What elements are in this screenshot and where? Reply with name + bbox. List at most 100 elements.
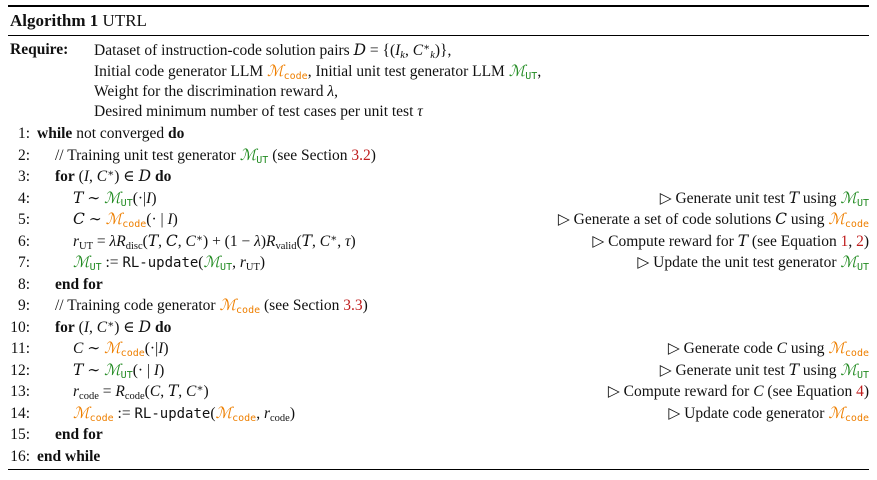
text-segment: ∼: [84, 211, 106, 228]
model-symbol: ℳ: [104, 188, 121, 207]
require-line: Desired minimum number of test cases per…: [94, 102, 869, 122]
text-segment: code: [269, 412, 290, 424]
text-segment: Dataset of instruction-code solution pai…: [94, 42, 354, 59]
text-segment: (·|: [132, 189, 147, 207]
text-segment: T: [167, 382, 179, 400]
require-keyword: Require:: [10, 41, 69, 58]
text-segment: k: [430, 49, 435, 61]
text-segment: ) ∈: [114, 318, 139, 336]
line-body: while not converged do: [37, 123, 184, 145]
line-number: 7:: [17, 254, 30, 271]
text-segment: using: [786, 340, 829, 357]
text-segment: not converged: [72, 125, 169, 142]
line-body: // Training unit test generator ℳUT (see…: [37, 145, 376, 167]
text-segment: (see Section: [260, 297, 344, 314]
text-segment: ,: [334, 83, 338, 100]
bottom-rule: [8, 467, 869, 470]
text-segment: C: [96, 168, 108, 185]
text-segment: T: [147, 231, 159, 250]
text-segment: while: [37, 125, 73, 142]
ref-link[interactable]: 1: [840, 232, 849, 250]
text-segment: I: [158, 340, 164, 357]
model-symbol: ℳ: [828, 403, 845, 422]
model-symbol: ℳ: [219, 296, 237, 314]
text-segment: do: [154, 318, 172, 336]
line-comment: ▷ Generate unit test T using ℳUT: [648, 188, 869, 210]
text-segment: code: [844, 347, 869, 359]
model-symbol: ℳ: [840, 360, 857, 379]
text-segment: RL-update: [134, 405, 211, 422]
require-block: Require: Dataset of instruction-code sol…: [8, 36, 869, 122]
line-body: for (I, C∗) ∈ D do: [37, 317, 171, 339]
text-segment: τ: [417, 103, 423, 120]
text-segment: for: [55, 318, 75, 336]
text-segment: RL-update: [122, 255, 199, 271]
text-segment: C: [753, 383, 764, 400]
model-symbol: ℳ: [105, 210, 123, 228]
text-segment: ,: [404, 42, 413, 59]
model-symbol: ℳ: [73, 403, 90, 422]
text-segment: code: [236, 304, 261, 316]
text-segment: k: [400, 49, 405, 61]
algo-line: 2:// Training unit test generator ℳUT (s…: [8, 145, 869, 167]
text-segment: )},: [434, 42, 452, 59]
line-comment: ▷ Generate unit test T using ℳUT: [648, 360, 869, 382]
ref-link[interactable]: 3.2: [351, 146, 371, 164]
text-segment: valid: [275, 240, 297, 252]
text-segment: ∼: [83, 189, 105, 207]
text-segment: T: [73, 360, 84, 379]
ref-link[interactable]: 4: [856, 383, 864, 400]
text-segment: code: [283, 70, 308, 82]
text-segment: ,: [232, 254, 240, 271]
text-segment: C: [412, 42, 424, 59]
text-segment: code: [79, 390, 99, 402]
line-body: ℳcode := RL-update(ℳcode, rcode): [37, 403, 295, 425]
line-number: 4:: [17, 189, 30, 207]
text-segment: ,: [158, 232, 166, 250]
text-segment: T: [788, 360, 800, 379]
text-segment: C: [73, 210, 85, 228]
ref-link[interactable]: 2: [856, 232, 864, 250]
algo-line: 15: end for: [8, 424, 869, 446]
model-symbol: ℳ: [828, 339, 845, 357]
text-segment: code: [122, 218, 147, 230]
ref-link[interactable]: 3.3: [343, 297, 363, 314]
algorithm-title: UTRL: [102, 11, 147, 30]
text-segment: UT: [525, 70, 538, 82]
text-segment: =: [98, 383, 116, 400]
text-segment: = {(: [366, 42, 396, 59]
algo-line: 10:for (I, C∗) ∈ D do: [8, 317, 869, 339]
text-segment: r: [73, 383, 80, 400]
text-segment: using: [786, 211, 829, 228]
text-segment: code: [120, 347, 145, 359]
text-segment: I: [83, 168, 90, 185]
text-segment: using: [799, 361, 841, 379]
text-segment: UT: [89, 261, 102, 273]
line-comment: ▷ Compute reward for C (see Equation 4): [596, 381, 869, 403]
text-segment: C: [185, 232, 196, 250]
text-segment: ▷ Update the unit test generator: [637, 254, 841, 271]
text-segment: I: [153, 361, 160, 379]
text-segment: ): [259, 254, 266, 271]
line-comment: ▷ Update the unit test generator ℳUT: [625, 252, 869, 274]
text-segment: code: [844, 218, 869, 230]
text-segment: ): [203, 383, 209, 400]
line-body: for (I, C∗) ∈ D do: [37, 166, 171, 188]
text-segment: r: [239, 254, 246, 271]
text-segment: ,: [537, 63, 542, 80]
text-segment: end for: [55, 426, 103, 443]
line-number: 5:: [17, 211, 30, 228]
algo-line: 11:C ∼ ℳcode(·|I)▷ Generate code C using…: [8, 338, 869, 360]
text-segment: UT: [245, 261, 260, 273]
line-body: end for: [37, 424, 103, 446]
algo-line: 6:rUT = λRdisc(T, C, C∗) + (1 − λ)Rvalid…: [8, 231, 869, 253]
text-segment: C: [319, 232, 331, 250]
text-segment: ∼: [83, 361, 105, 379]
text-segment: ,: [160, 383, 168, 400]
model-symbol: ℳ: [104, 339, 121, 357]
model-symbol: ℳ: [267, 62, 284, 80]
line-body: T ∼ ℳUT(·|I): [37, 188, 157, 210]
text-segment: D: [138, 317, 152, 336]
line-number: 15:: [10, 426, 30, 443]
